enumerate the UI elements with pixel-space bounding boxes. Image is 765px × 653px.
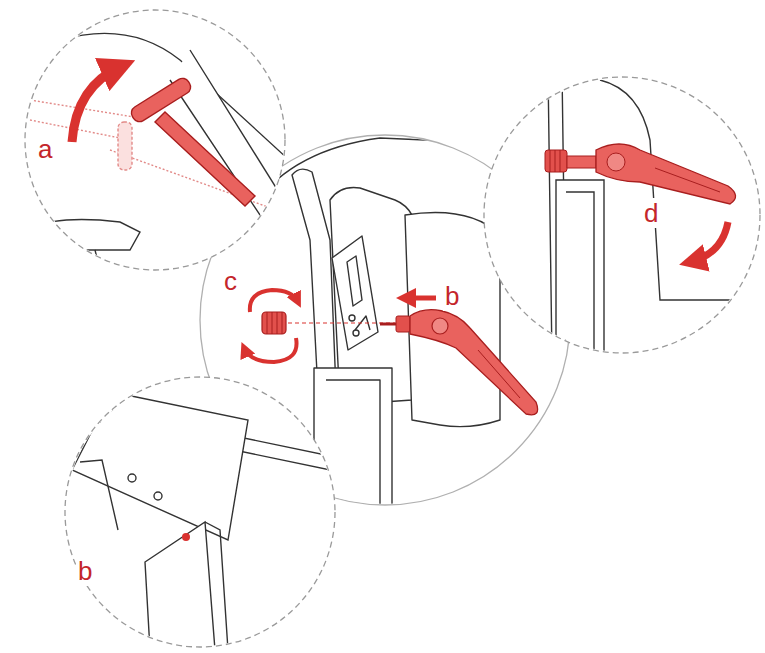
ghost-handle (118, 122, 132, 170)
plate-hole (128, 474, 136, 482)
detail-circle (484, 77, 760, 353)
callout-letter: b (76, 556, 94, 586)
detail-d-parts (548, 70, 760, 360)
adjust-knob (262, 312, 286, 334)
lever-pivot (607, 153, 625, 171)
backrest-edge (60, 33, 300, 170)
bracket-hole (353, 330, 359, 336)
knob-body (262, 312, 286, 334)
callout-letter: a (36, 134, 54, 164)
lever-nut (396, 316, 410, 332)
lever-arm (410, 310, 538, 415)
detail-a-parts (30, 33, 300, 270)
lever-groove (478, 350, 520, 398)
post-inner-edge (566, 192, 594, 360)
detail-b-parts (60, 392, 350, 650)
lever-pivot (432, 318, 448, 334)
lever-nut (545, 150, 567, 172)
quick-release-lever (380, 310, 538, 415)
axis-line (288, 322, 395, 323)
lift-arrow (72, 66, 122, 142)
bracket-edge (205, 522, 228, 650)
callout-letter: d (642, 198, 660, 228)
callout-letter: c (222, 266, 239, 296)
bracket-slot (347, 256, 362, 306)
nut-knurl (550, 150, 560, 172)
lever-bolt (380, 323, 396, 326)
post-bracket (145, 522, 215, 650)
plate-hole (154, 492, 162, 500)
close-arrow (690, 222, 728, 262)
plate-slot (80, 460, 118, 530)
knob-knurl (267, 312, 282, 334)
side-frame (292, 169, 336, 392)
slotted-plate (72, 392, 248, 540)
alignment-dot (182, 533, 190, 541)
armrest-clip (95, 250, 130, 270)
lever-rod (155, 112, 255, 206)
lever-bolt (567, 156, 596, 168)
rotate-arrow (244, 338, 297, 362)
detail-b (60, 377, 350, 650)
armrest (30, 220, 140, 250)
seat-post (556, 180, 604, 360)
lever-groove (655, 168, 720, 192)
detail-a (25, 10, 300, 270)
lever-arm (596, 144, 736, 204)
rotate-arrow (250, 290, 298, 312)
bracket-hole (349, 315, 355, 321)
t-handle (129, 76, 193, 125)
slotted-bracket (332, 236, 378, 350)
callout-letter: b (443, 281, 461, 311)
detail-d (484, 70, 760, 360)
insert-arrow (404, 296, 436, 301)
